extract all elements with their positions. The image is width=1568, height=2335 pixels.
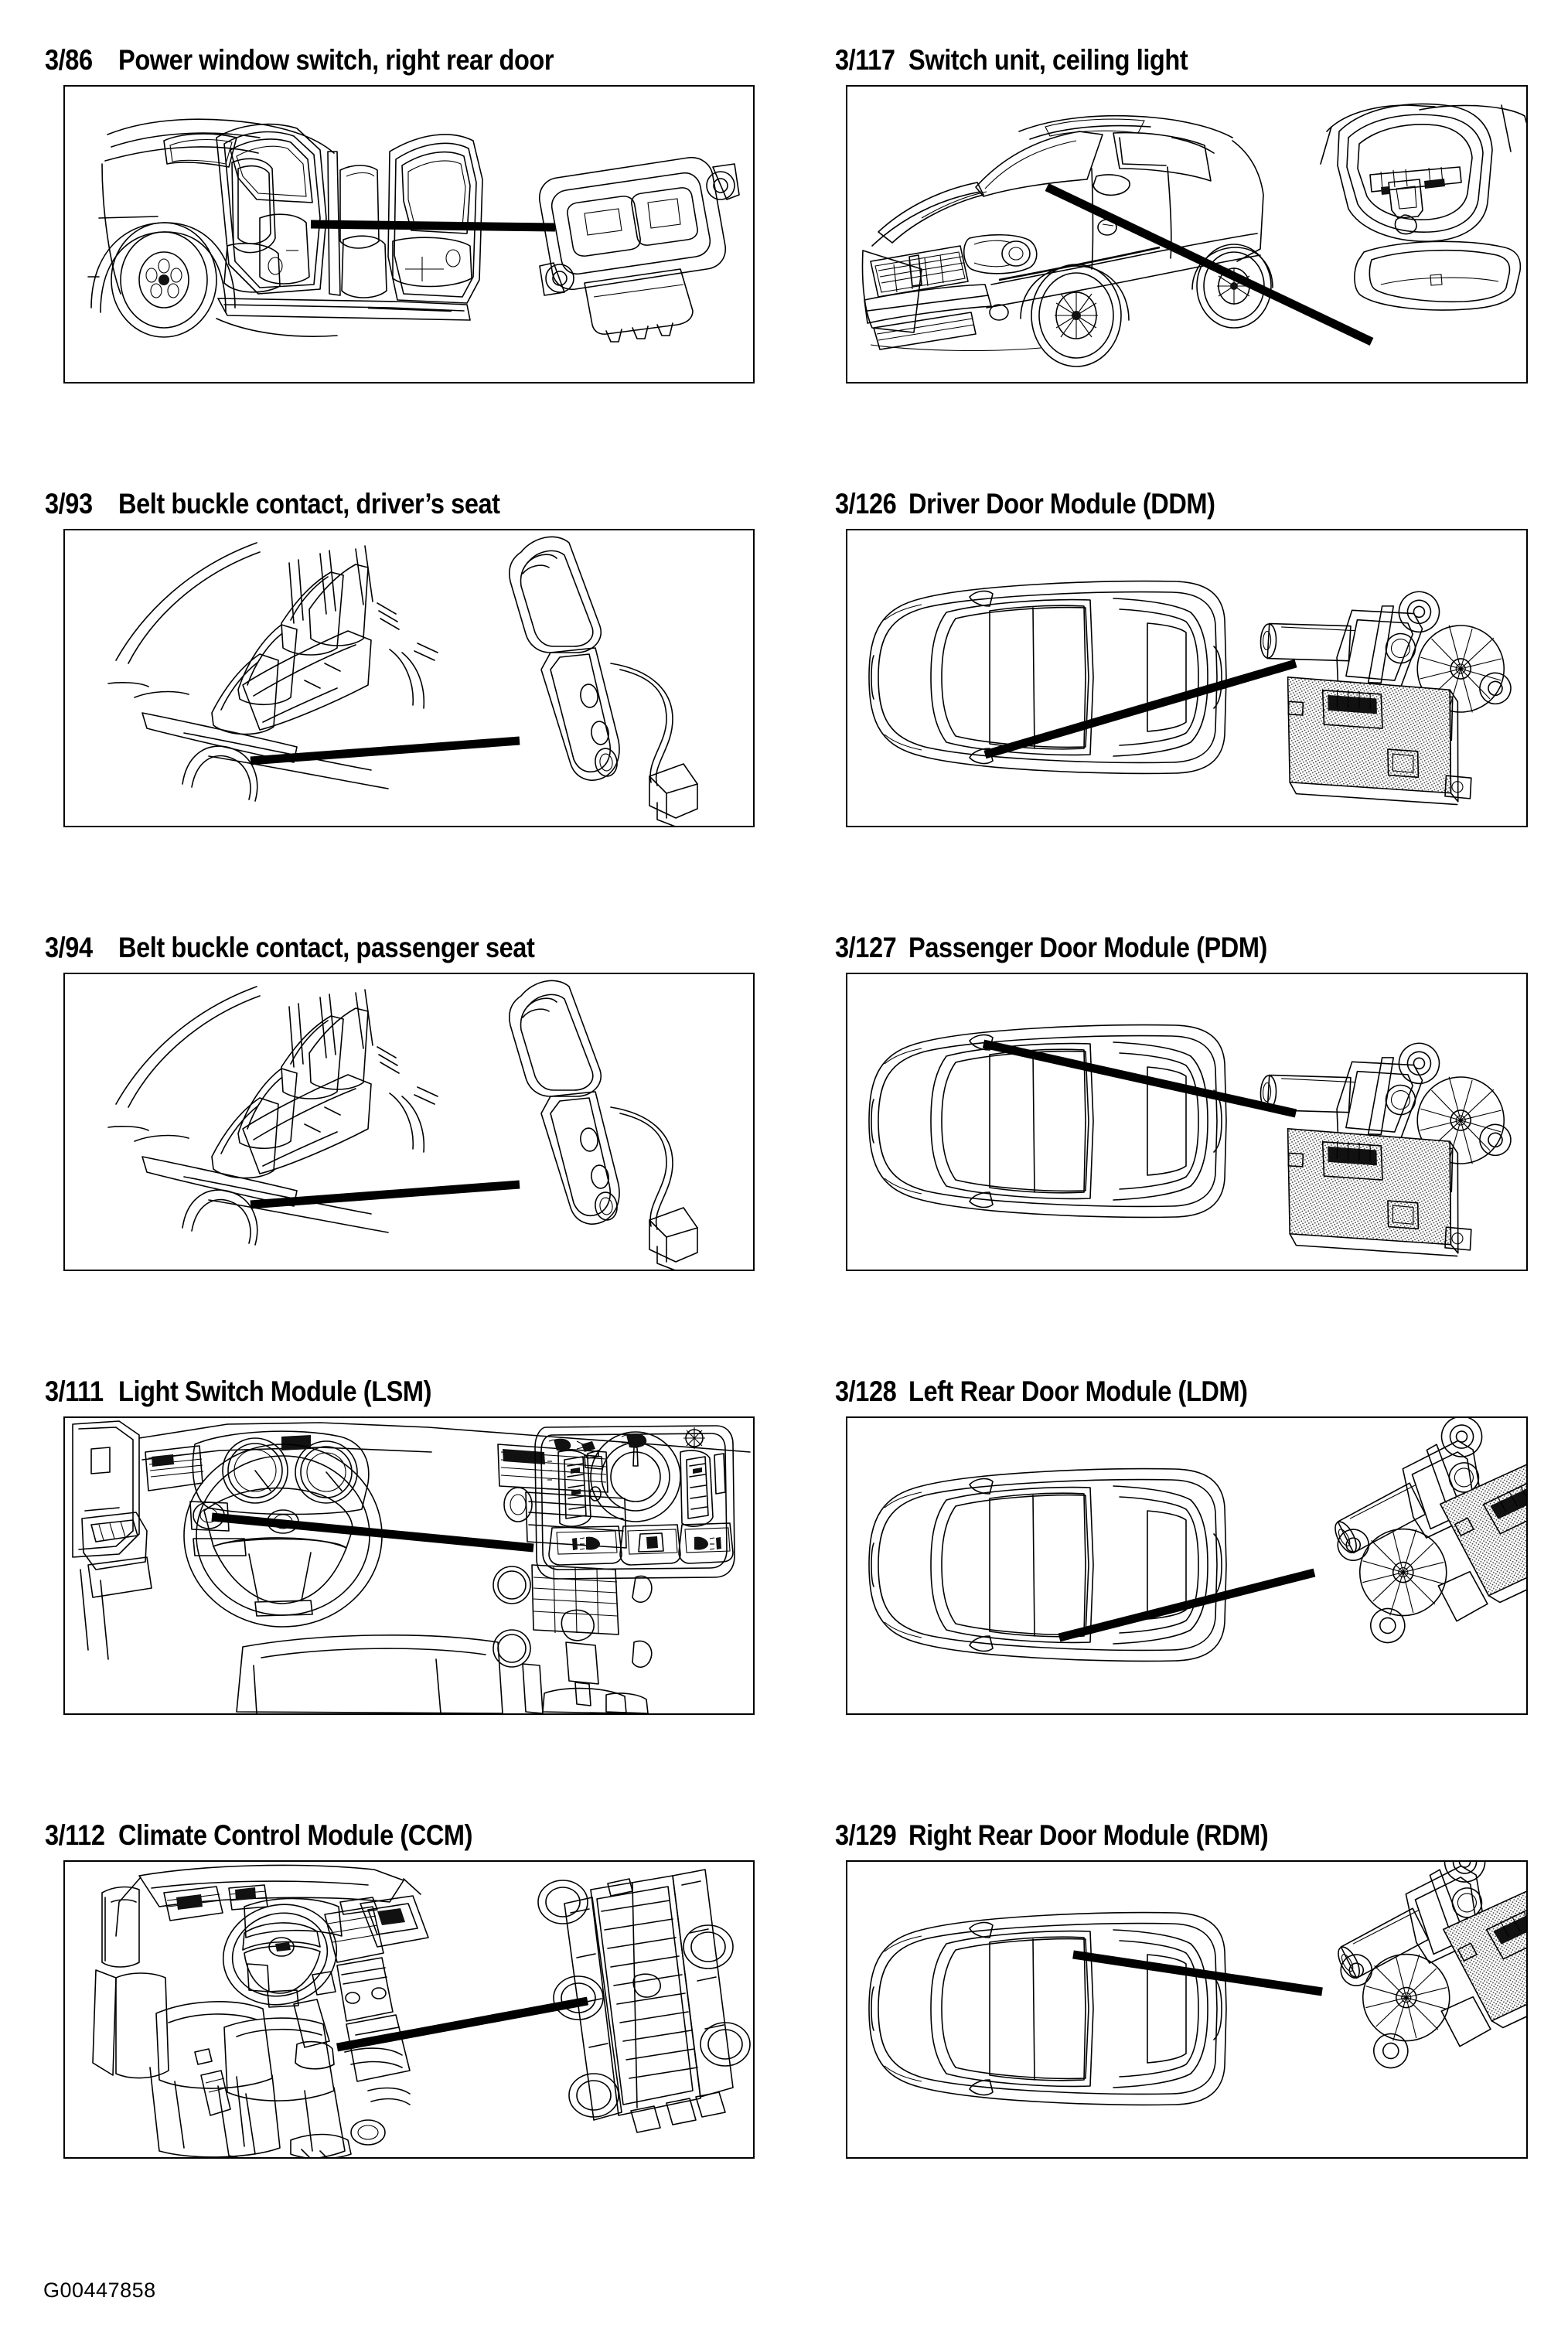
figure-id: 3/93: [45, 488, 93, 520]
figure-label: Climate Control Module (CCM): [118, 1819, 472, 1851]
figure-label: Left Rear Door Module (LDM): [908, 1375, 1248, 1407]
figure-label: Light Switch Module (LSM): [118, 1375, 432, 1407]
figure-title: 3/93 Belt buckle contact, driver’s seat: [45, 484, 729, 518]
figure-frame: [63, 85, 755, 383]
figure-label: Switch unit, ceiling light: [908, 44, 1188, 76]
figure-3-117: 3/117 Switch unit, ceiling light: [829, 40, 1539, 484]
illustration-driver-door-module: [847, 530, 1526, 826]
figure-frame: [63, 1860, 755, 2159]
figure-title: 3/111 Light Switch Module (LSM): [45, 1372, 729, 1406]
illustration-belt-buckle-passenger: [65, 974, 753, 1270]
figure-label: Power window switch, right rear door: [118, 44, 554, 76]
figure-3-111: 3/111 Light Switch Module (LSM): [39, 1372, 823, 1815]
figure-frame: [846, 85, 1528, 383]
figure-title: 3/128 Left Rear Door Module (LDM): [835, 1372, 1454, 1406]
figure-id: 3/129: [835, 1819, 897, 1851]
figure-label: Driver Door Module (DDM): [908, 488, 1215, 520]
figure-id: 3/111: [45, 1375, 104, 1407]
figure-id: 3/126: [835, 488, 897, 520]
figure-id: 3/127: [835, 932, 897, 963]
figure-grid: 3/86 Power window switch, right rear doo…: [39, 40, 1539, 2259]
figure-title: 3/112 Climate Control Module (CCM): [45, 1815, 729, 1849]
figure-id: 3/94: [45, 932, 93, 963]
footer-document-code: G00447858: [43, 2279, 156, 2302]
figure-title: 3/127 Passenger Door Module (PDM): [835, 928, 1454, 962]
figure-frame: [846, 1860, 1528, 2159]
figure-3-129: 3/129 Right Rear Door Module (RDM): [829, 1815, 1539, 2259]
figure-label: Belt buckle contact, driver’s seat: [118, 488, 500, 520]
illustration-passenger-door-module: [847, 974, 1526, 1270]
figure-id: 3/117: [835, 44, 895, 76]
figure-3-128: 3/128 Left Rear Door Module (LDM): [829, 1372, 1539, 1815]
figure-3-93: 3/93 Belt buckle contact, driver’s seat: [39, 484, 823, 928]
figure-frame: [846, 1416, 1528, 1715]
illustration-right-rear-door-module: [847, 1862, 1526, 2157]
figure-label: Right Rear Door Module (RDM): [908, 1819, 1269, 1851]
illustration-climate-control-module: [65, 1862, 753, 2157]
figure-title: 3/126 Driver Door Module (DDM): [835, 484, 1454, 518]
figure-title: 3/94 Belt buckle contact, passenger seat: [45, 928, 729, 962]
illustration-ceiling-light-switch: [847, 87, 1526, 382]
figure-3-94: 3/94 Belt buckle contact, passenger seat: [39, 928, 823, 1372]
illustration-light-switch-module: [65, 1418, 753, 1713]
figure-3-86: 3/86 Power window switch, right rear doo…: [39, 40, 823, 484]
figure-label: Belt buckle contact, passenger seat: [118, 932, 535, 963]
figure-frame: [846, 973, 1528, 1271]
figure-title: 3/86 Power window switch, right rear doo…: [45, 40, 729, 74]
figure-3-126: 3/126 Driver Door Module (DDM): [829, 484, 1539, 928]
figure-id: 3/86: [45, 44, 93, 76]
figure-title: 3/117 Switch unit, ceiling light: [835, 40, 1454, 74]
figure-id: 3/112: [45, 1819, 105, 1851]
figure-title: 3/129 Right Rear Door Module (RDM): [835, 1815, 1454, 1849]
figure-3-112: 3/112 Climate Control Module (CCM): [39, 1815, 823, 2259]
illustration-door-switch: [65, 87, 753, 382]
illustration-belt-buckle-driver: [65, 530, 753, 826]
illustration-left-rear-door-module: [847, 1418, 1526, 1713]
figure-frame: [846, 529, 1528, 827]
figure-frame: [63, 529, 755, 827]
figure-3-127: 3/127 Passenger Door Module (PDM): [829, 928, 1539, 1372]
figure-label: Passenger Door Module (PDM): [908, 932, 1267, 963]
figure-id: 3/128: [835, 1375, 897, 1407]
figure-frame: [63, 973, 755, 1271]
figure-frame: [63, 1416, 755, 1715]
